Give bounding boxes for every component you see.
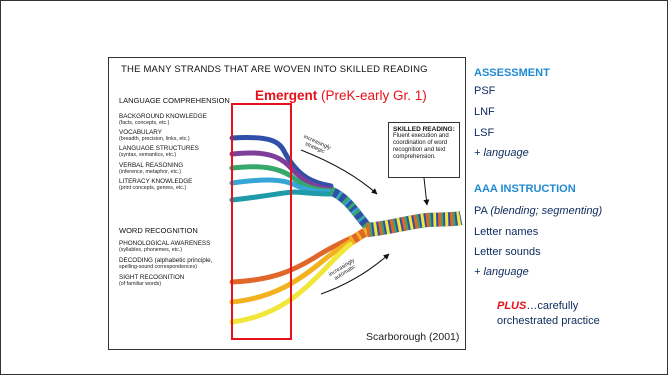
strand-label-literacy-knowledge: LITERACY KNOWLEDGE (print concepts, genr… [119,178,193,191]
instruction-item-letter-sounds: Letter sounds [474,246,541,258]
instruction-heading: AAA INSTRUCTION [474,183,576,195]
plus-practice-note: PLUS…carefully orchestrated practice [497,299,600,329]
strand-name: BACKGROUND KNOWLEDGE [119,113,207,120]
comprehension-cord [329,186,373,232]
language-comprehension-title: LANGUAGE COMPREHENSION [119,96,230,105]
strand-label-decoding: DECODING (alphabetic principle, spelling… [119,257,213,270]
strand-desc: (syllables, phonemes, etc.) [119,246,183,253]
strand-label-verbal-reasoning: VERBAL REASONING (inference, metaphor, e… [119,162,184,175]
strand-desc: (of familiar words) [119,280,162,287]
strand-name: LANGUAGE STRUCTURES [119,145,199,152]
skilled-pointer-arrow [423,177,430,206]
assessment-extra: + language [474,147,529,159]
plus-text-line2: orchestrated practice [497,315,600,327]
figure-title: THE MANY STRANDS THAT ARE WOVEN INTO SKI… [121,64,428,75]
emergent-stage-label: Emergent (PreK-early Gr. 1) [255,88,427,103]
scarborough-rope-figure: THE MANY STRANDS THAT ARE WOVEN INTO SKI… [108,57,466,350]
skilled-reading-title: SKILLED READING: [393,126,455,133]
emergent-highlight-box [231,103,292,340]
instruction-pa-detail: (blending; segmenting) [490,205,603,217]
strand-label-phonological-awareness: PHONOLOGICAL AWARENESS (syllables, phone… [119,240,211,253]
assessment-item-lsf: LSF [474,127,495,139]
reading-rope-illustration [229,135,463,325]
strand-vocabulary [229,150,334,192]
assessment-heading: ASSESSMENT [474,67,550,79]
strand-background-knowledge [229,135,334,189]
instruction-item-letter-names: Letter names [474,226,539,238]
strand-phonological-awareness [229,235,354,285]
strand-label-background-knowledge: BACKGROUND KNOWLEDGE (facts, concepts, e… [119,113,207,126]
strand-sight-recognition [229,241,354,325]
emergent-range: (PreK-early Gr. 1) [317,88,427,103]
instruction-extra: + language [474,266,529,278]
strand-desc: spelling-sound correspondences) [119,263,198,270]
strand-name: DECODING (alphabetic principle, [119,257,213,264]
instruction-pa-label: PA [474,205,491,217]
strand-name: PHONOLOGICAL AWARENESS [119,240,211,247]
strand-desc: (inference, metaphor, etc.) [119,168,181,175]
strand-literacy-knowledge [229,189,334,203]
assessment-item-psf: PSF [474,85,496,97]
emergent-keyword: Emergent [255,88,318,103]
strand-desc: (breadth, precision, links, etc.) [119,135,190,142]
figure-citation: Scarborough (2001) [366,331,460,343]
skilled-reading-box: SKILLED READING: Fluent execution and co… [388,122,460,178]
automatic-arrow [320,253,390,295]
strategic-arrow [300,149,378,195]
plus-keyword: PLUS [497,300,527,312]
skilled-reading-rope [366,211,463,237]
plus-text-line1: …carefully [526,300,579,312]
strand-name: VERBAL REASONING [119,162,184,169]
strand-label-language-structures: LANGUAGE STRUCTURES (syntax, semantics, … [119,145,199,158]
strand-label-sight-recognition: SIGHT RECOGNITION (of familiar words) [119,274,185,287]
strand-desc: (facts, concepts, etc.) [119,119,170,126]
strand-desc: (syntax, semantics, etc.) [119,151,177,158]
instruction-item-pa: PA (blending; segmenting) [474,205,602,217]
strand-desc: (print concepts, genres, etc.) [119,184,187,191]
strand-decoding [229,238,354,305]
skilled-reading-text: Fluent execution and coordination of wor… [393,133,449,161]
strand-name: SIGHT RECOGNITION [119,274,185,281]
strand-name: VOCABULARY [119,129,162,136]
assessment-item-lnf: LNF [474,106,495,118]
strand-label-vocabulary: VOCABULARY (breadth, precision, links, e… [119,129,190,142]
word-recognition-title: WORD RECOGNITION [119,226,198,235]
strand-name: LITERACY KNOWLEDGE [119,178,193,185]
